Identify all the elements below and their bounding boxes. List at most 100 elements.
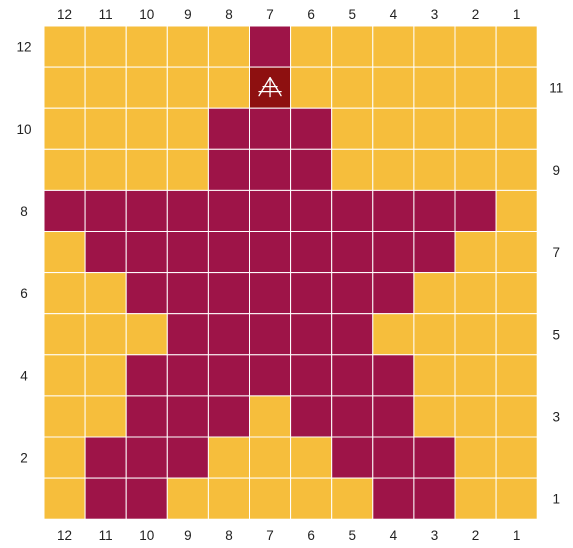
row-label: 11 [549,81,563,96]
chart-cell [373,396,414,437]
column-label: 8 [225,528,233,543]
chart-cell [496,273,537,314]
row-labels-left: 12108642 [16,40,31,466]
chart-cell [250,26,291,67]
column-label: 1 [513,7,521,22]
chart-cell [455,396,496,437]
row-label: 6 [20,286,28,301]
chart-cell [496,190,537,231]
chart-cell [332,190,373,231]
column-label: 1 [513,528,521,543]
chart-cell [496,314,537,355]
chart-cell [455,478,496,519]
chart-cell [414,67,455,108]
chart-cell [126,396,167,437]
chart-cell [455,314,496,355]
chart-cell [414,26,455,67]
column-label: 2 [472,7,480,22]
row-label: 3 [552,409,560,424]
chart-cell [44,273,85,314]
chart-cell [291,149,332,190]
chart-cell [250,149,291,190]
column-label: 10 [139,528,154,543]
chart-cell [291,108,332,149]
chart-cell [167,437,208,478]
chart-cell [496,437,537,478]
chart-cell [414,232,455,273]
chart-cell [167,396,208,437]
chart-cell [85,355,126,396]
chart-cell [208,314,249,355]
chart-cell [44,478,85,519]
chart-cell [167,478,208,519]
chart-cell [250,314,291,355]
chart-cell [208,355,249,396]
chart-cell [414,190,455,231]
chart-cell [167,26,208,67]
chart-cell [373,478,414,519]
chart-cell [291,273,332,314]
chart-cell [291,232,332,273]
chart-cell [208,478,249,519]
chart-cell [250,273,291,314]
row-label: 7 [552,245,560,260]
chart-cell [291,314,332,355]
chart-cell [496,67,537,108]
chart-cell [373,149,414,190]
row-label: 4 [20,368,28,383]
column-labels-top: 121110987654321 [57,7,520,22]
row-label: 2 [20,451,28,466]
chart-cell [208,232,249,273]
chart-cell [126,478,167,519]
chart-cell [126,355,167,396]
chart-cell [332,314,373,355]
chart-cell [167,67,208,108]
chart-cell [167,108,208,149]
chart-cell [85,314,126,355]
column-label: 3 [431,528,439,543]
chart-cell [208,190,249,231]
chart-cells [44,26,537,519]
chart-cell [126,108,167,149]
chart-cell [291,396,332,437]
chart-cell [332,232,373,273]
chart-cell [85,273,126,314]
chart-cell [85,108,126,149]
chart-cell [373,26,414,67]
chart-cell [496,149,537,190]
chart-cell [332,67,373,108]
chart-cell [414,273,455,314]
chart-cell [85,232,126,273]
chart-cell [455,437,496,478]
chart-cell [455,67,496,108]
column-label: 5 [348,528,356,543]
chart-cell [167,314,208,355]
chart-cell [373,314,414,355]
chart-cell [373,273,414,314]
column-label: 9 [184,528,192,543]
chart-cell [167,355,208,396]
chart-cell [44,190,85,231]
chart-cell [208,437,249,478]
chart-cell [414,314,455,355]
chart-cell [332,478,373,519]
chart-cell [126,149,167,190]
chart-cell [208,108,249,149]
chart-cell [85,190,126,231]
chart-cell [126,232,167,273]
chart-cell [373,108,414,149]
chart-cell [373,67,414,108]
chart-cell [291,26,332,67]
column-label: 12 [57,528,72,543]
chart-cell [44,355,85,396]
column-label: 3 [431,7,439,22]
column-label: 11 [99,528,113,543]
row-label: 9 [552,163,560,178]
column-labels-bottom: 121110987654321 [57,528,520,543]
row-label: 10 [16,122,31,137]
chart-cell [455,273,496,314]
chart-cell [455,232,496,273]
chart-cell [126,314,167,355]
